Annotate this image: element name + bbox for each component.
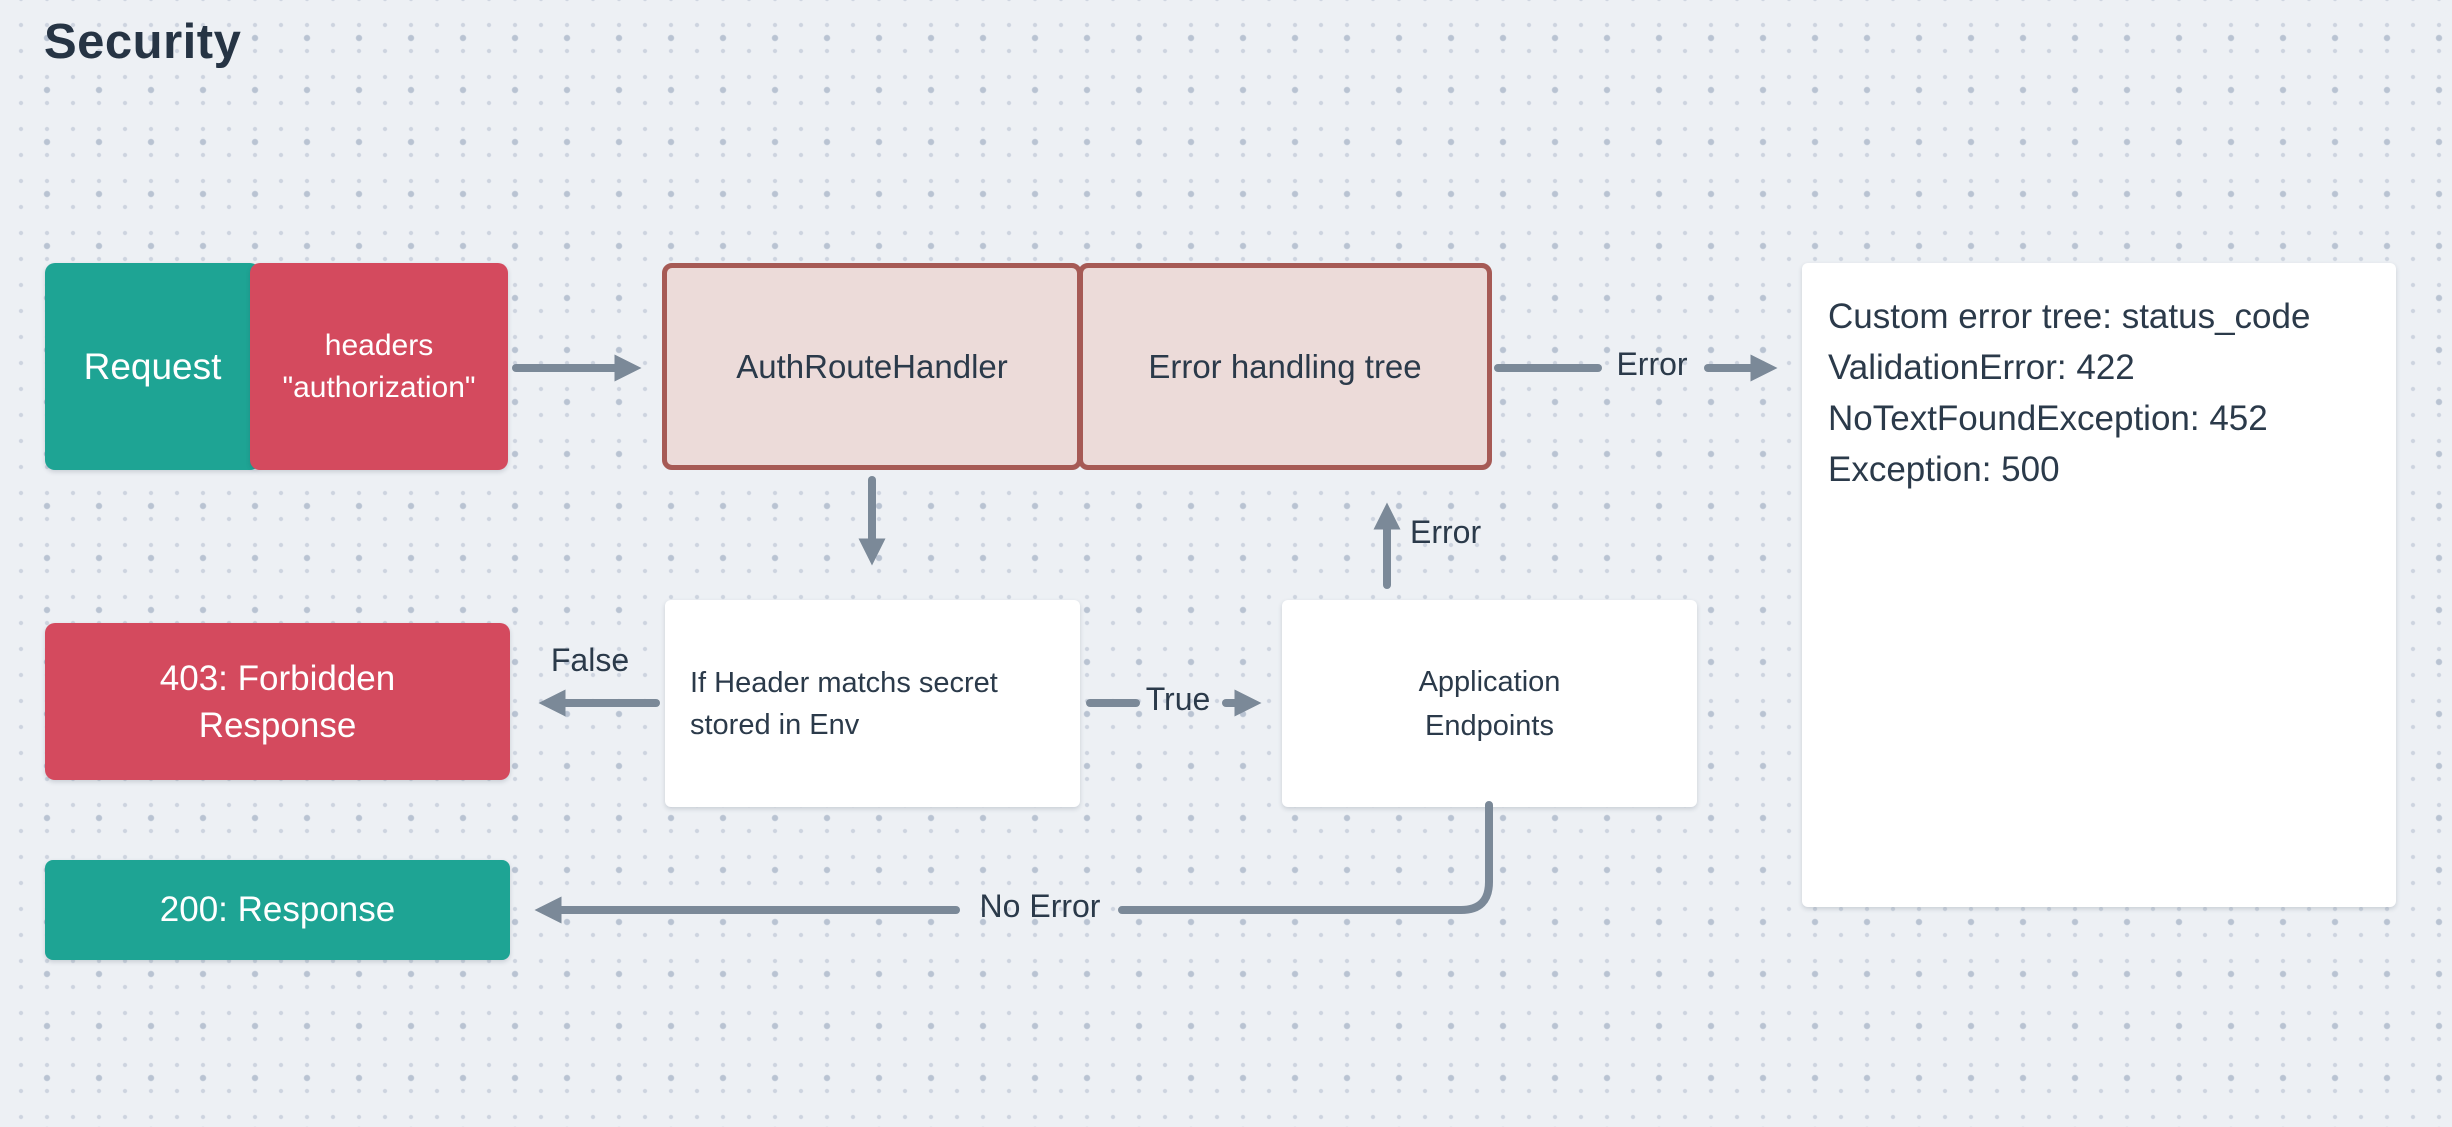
forbidden-line2: Response — [198, 705, 357, 745]
custom-error-line: Exception: 500 — [1828, 450, 2060, 489]
connector-endpoints-no-error-curve[interactable] — [1118, 801, 1493, 914]
edge-label-false: False — [550, 642, 630, 678]
node-error-handling-tree[interactable]: Error handling tree — [1078, 263, 1492, 470]
ok-label: 200: Response — [159, 890, 396, 929]
node-headers-label-line1: headers — [324, 328, 434, 362]
node-headers-authorization[interactable]: headers "authorization" — [250, 263, 508, 470]
edge-label-error-right: Error — [1616, 346, 1688, 382]
node-application-endpoints[interactable]: Application Endpoints — [1282, 600, 1697, 807]
node-auth-label: AuthRouteHandler — [736, 347, 1008, 385]
node-403-forbidden[interactable]: 403: Forbidden Response — [45, 623, 510, 780]
if-header-line1: If Header matchs secret — [690, 666, 998, 699]
edge-label-error-up: Error — [1410, 514, 1482, 550]
node-auth-route-handler[interactable]: AuthRouteHandler — [662, 263, 1082, 470]
node-request[interactable]: Request — [45, 263, 260, 470]
edge-label-true: True — [1145, 681, 1211, 717]
custom-error-line: Custom error tree: status_code — [1828, 297, 2311, 336]
custom-error-line: ValidationError: 422 — [1828, 348, 2135, 387]
node-request-label: Request — [83, 345, 222, 387]
forbidden-line1: 403: Forbidden — [159, 658, 396, 698]
page-title: Security — [44, 15, 242, 69]
if-header-line2: stored in Env — [690, 708, 860, 741]
node-if-header-check[interactable]: If Header matchs secret stored in Env — [665, 600, 1080, 807]
node-200-response[interactable]: 200: Response — [45, 860, 510, 960]
node-custom-error-tree[interactable]: Custom error tree: status_code Validatio… — [1802, 263, 2396, 907]
endpoints-line2: Endpoints — [1425, 709, 1554, 742]
custom-error-line: NoTextFoundException: 452 — [1828, 399, 2268, 438]
edge-label-no-error: No Error — [979, 888, 1101, 924]
endpoints-line1: Application — [1418, 665, 1561, 698]
node-tree-label: Error handling tree — [1148, 347, 1422, 385]
node-headers-label-line2: "authorization" — [282, 370, 476, 404]
